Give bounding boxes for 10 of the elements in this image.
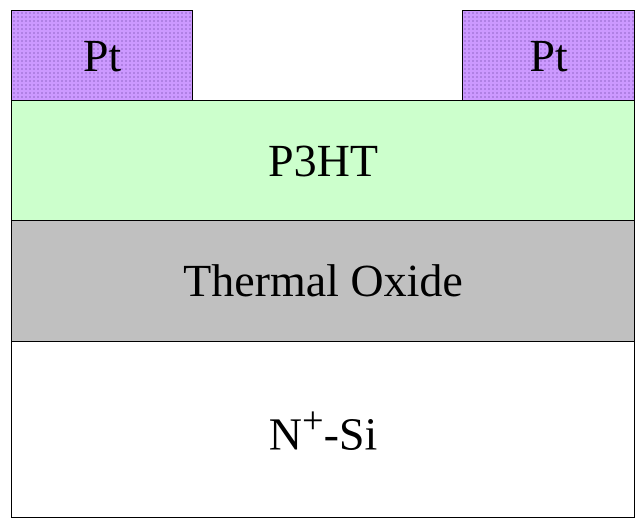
layer-label: Thermal Oxide (183, 258, 463, 304)
polymer-layer (11, 100, 635, 221)
electrode-label: Pt (82, 32, 122, 78)
electrode-label: Pt (529, 32, 568, 78)
layer-label: N$^{+}$-Si (268, 402, 378, 458)
layer-label: P3HT (268, 138, 378, 184)
substrate-layer (11, 341, 635, 518)
electrode-layer (462, 10, 635, 101)
oxide-layer (11, 220, 635, 342)
electrode-layer (11, 10, 193, 101)
